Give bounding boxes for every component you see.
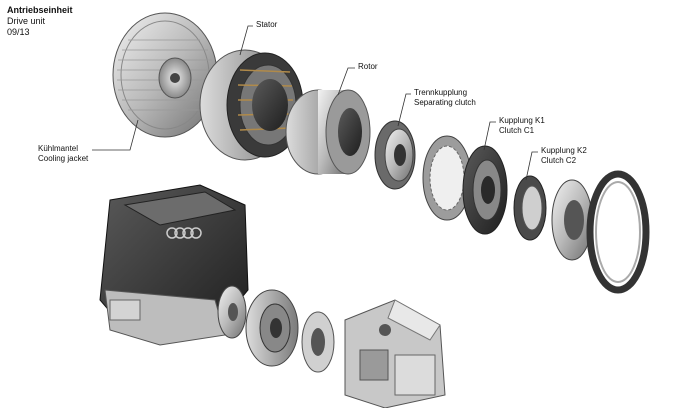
label-cooling-jacket: Kühlmantel Cooling jacket [38, 144, 88, 164]
label-stator: Stator [256, 20, 277, 30]
label-trennkupplung-en: Separating clutch [414, 98, 476, 107]
label-rotor-de: Rotor [358, 62, 378, 71]
outer-ring-part [586, 170, 650, 294]
header-code: 09/13 [7, 27, 30, 37]
label-kuehlmantel-de: Kühlmantel [38, 144, 79, 153]
flywheel-part [217, 285, 247, 339]
label-k1-de: Kupplung K1 [499, 116, 545, 125]
transmission-part [344, 299, 446, 408]
label-kuehlmantel-en: Cooling jacket [38, 154, 89, 163]
clutch-k2-part [551, 179, 593, 261]
clutch-k1-part [513, 175, 547, 241]
diagram-header: Antriebseinheit Drive unit 09/13 [7, 5, 73, 38]
assembled-motor-part [245, 289, 335, 373]
header-title-en: Drive unit [7, 16, 46, 26]
label-trennkupplung-de: Trennkupplung [414, 88, 468, 97]
rotor-part [285, 89, 371, 175]
label-clutch-k1: Kupplung K1 Clutch C1 [499, 116, 545, 136]
label-stator-de: Stator [256, 20, 278, 29]
label-k2-de: Kupplung K2 [541, 146, 587, 155]
clutch-plates-part [422, 135, 508, 235]
label-k2-en: Clutch C2 [541, 156, 577, 165]
engine-block-part [99, 184, 249, 346]
stator-part [199, 49, 304, 161]
separating-clutch-part [374, 120, 416, 190]
label-separating-clutch: Trennkupplung Separating clutch [414, 88, 476, 108]
header-title-de: Antriebseinheit [7, 5, 73, 15]
cooling-jacket-part [112, 12, 218, 138]
label-clutch-k2: Kupplung K2 Clutch C2 [541, 146, 587, 166]
label-rotor: Rotor [358, 62, 378, 72]
leader-lines [92, 25, 538, 181]
label-k1-en: Clutch C1 [499, 126, 535, 135]
